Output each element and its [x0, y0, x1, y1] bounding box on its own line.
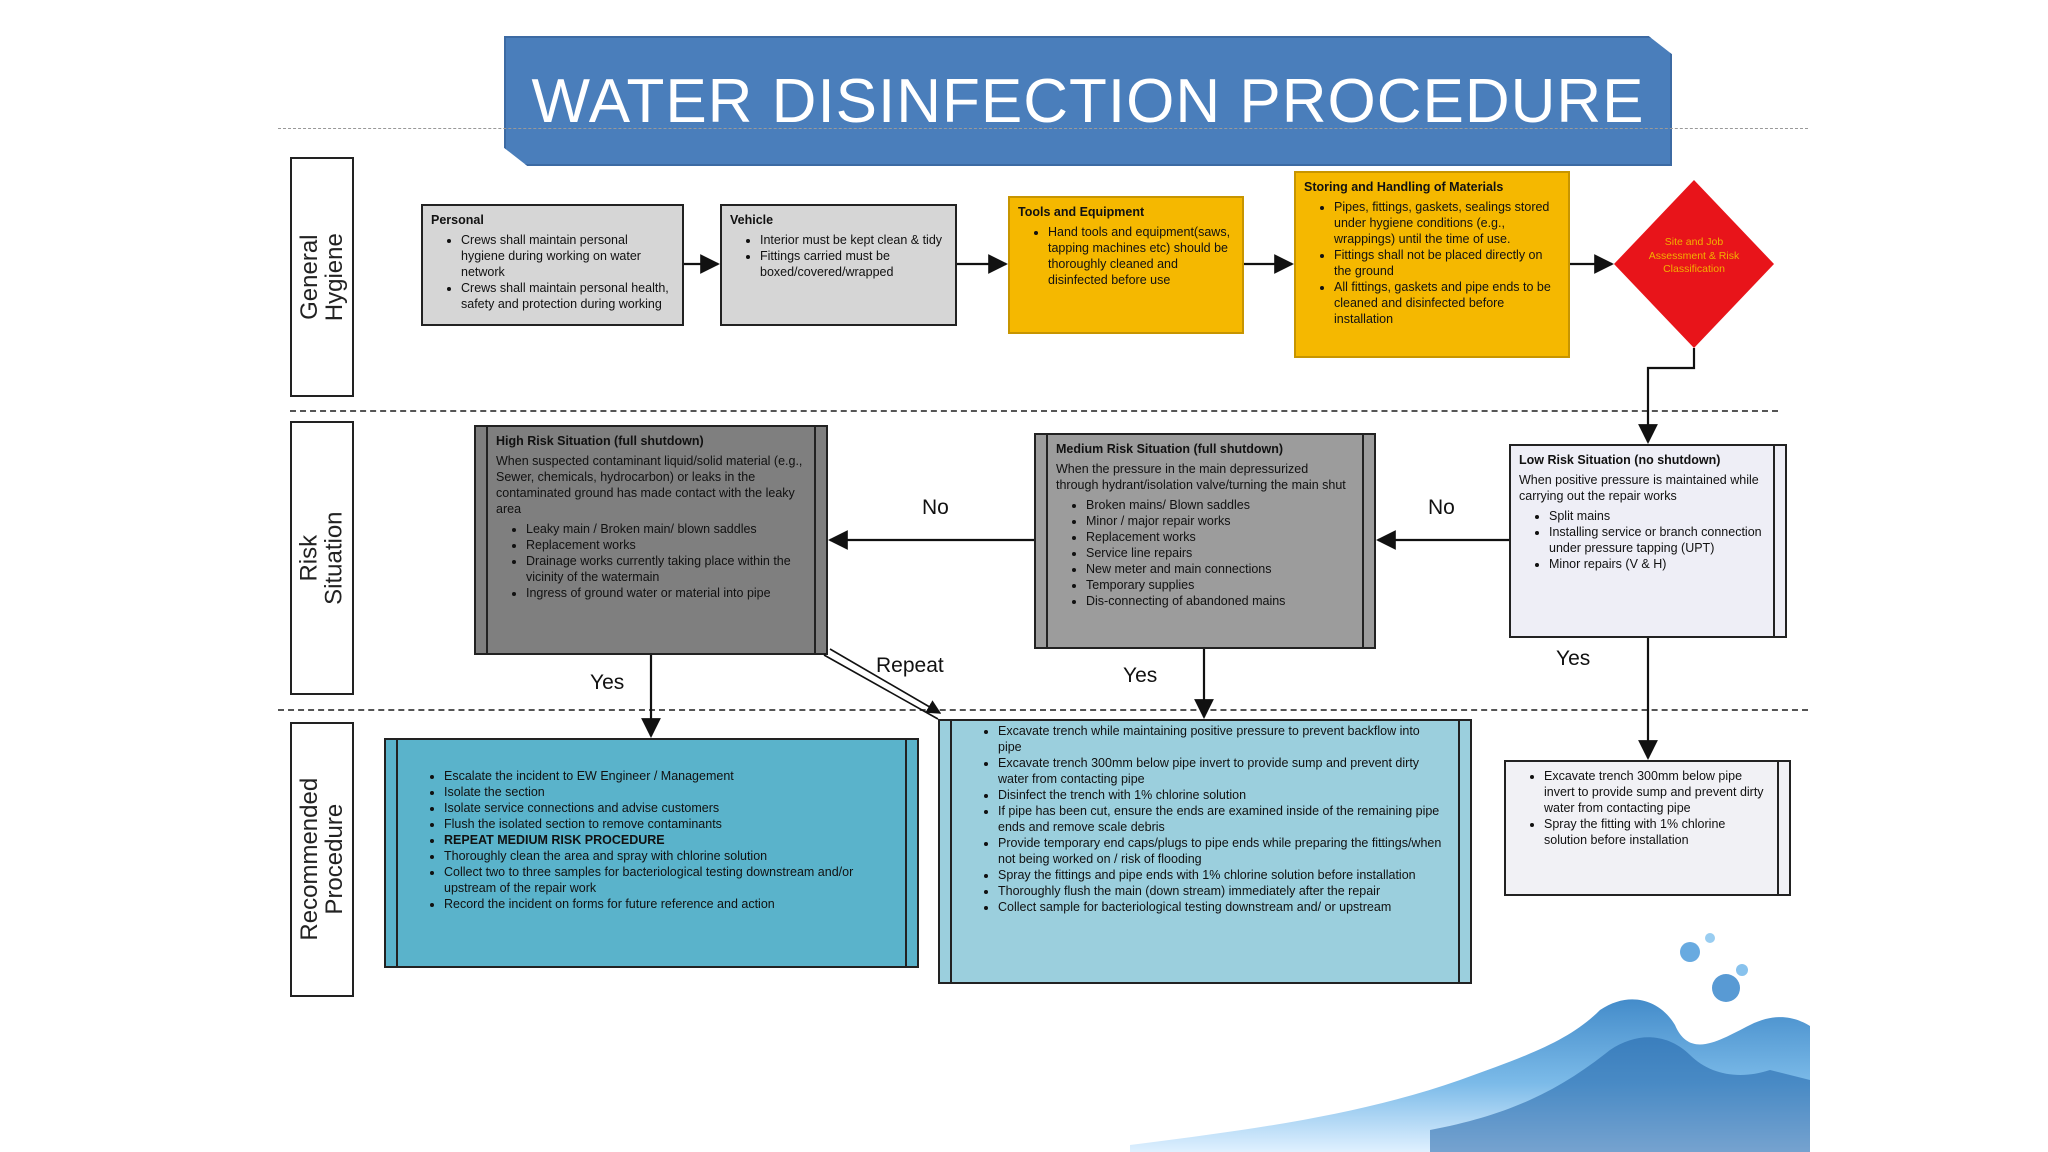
edge-label-yes-low: Yes: [1556, 647, 1591, 670]
list-item: Thoroughly flush the main (down stream) …: [998, 883, 1444, 899]
arrow-repeat-1: [823, 654, 939, 720]
list-item: Minor / major repair works: [1086, 513, 1352, 529]
row-divider-2: [278, 709, 1808, 711]
tools-list: Hand tools and equipment(saws, tapping m…: [1018, 224, 1234, 288]
water-splash-image: [1130, 933, 1810, 1152]
list-item: Excavate trench 300mm below pipe invert …: [1544, 768, 1767, 816]
row-label-hygiene: General Hygiene: [290, 157, 354, 397]
list-item: Installing service or branch connection …: [1549, 524, 1763, 556]
high-procedure-list: Escalate the incident to EW Engineer / M…: [414, 768, 891, 912]
high-risk-list: Leaky main / Broken main/ blown saddles …: [496, 521, 804, 601]
list-item: Hand tools and equipment(saws, tapping m…: [1048, 224, 1234, 288]
vehicle-box: Vehicle Interior must be kept clean & ti…: [720, 204, 957, 326]
list-item: Collect two to three samples for bacteri…: [444, 864, 891, 896]
medium-procedure-list: Excavate trench while maintaining positi…: [968, 723, 1444, 915]
list-item: Excavate trench while maintaining positi…: [998, 723, 1444, 755]
list-item: Split mains: [1549, 508, 1763, 524]
title-divider: [278, 128, 1808, 129]
row-divider-1: [290, 410, 1778, 412]
tools-header: Tools and Equipment: [1018, 205, 1145, 219]
list-item: Replacement works: [526, 537, 804, 553]
list-item: Isolate the section: [444, 784, 891, 800]
low-risk-intro: When positive pressure is maintained whi…: [1519, 473, 1759, 503]
list-item: Record the incident on forms for future …: [444, 896, 891, 912]
assessment-diamond: Site and Job Assessment & Risk Classific…: [1614, 180, 1774, 348]
row-label-risk: Risk Situation: [290, 421, 354, 695]
storing-box: Storing and Handling of Materials Pipes,…: [1294, 171, 1570, 358]
list-item: Spray the fitting with 1% chlorine solut…: [1544, 816, 1767, 848]
title-banner: WATER DISINFECTION PROCEDURE: [504, 36, 1672, 166]
list-item: REPEAT MEDIUM RISK PROCEDURE: [444, 832, 891, 848]
arrow-repeat-2: [829, 648, 942, 714]
medium-risk-header: Medium Risk Situation (full shutdown): [1056, 442, 1284, 456]
list-item: Disinfect the trench with 1% chlorine so…: [998, 787, 1444, 803]
list-item: Temporary supplies: [1086, 577, 1352, 593]
list-item: All fittings, gaskets and pipe ends to b…: [1334, 279, 1560, 327]
vehicle-header: Vehicle: [730, 213, 774, 227]
medium-risk-list: Broken mains/ Blown saddles Minor / majo…: [1056, 497, 1352, 609]
list-item: Crews shall maintain personal hygiene du…: [461, 232, 674, 280]
high-risk-header: High Risk Situation (full shutdown): [496, 434, 704, 448]
list-item: If pipe has been cut, ensure the ends ar…: [998, 803, 1444, 835]
list-item: Thoroughly clean the area and spray with…: [444, 848, 891, 864]
list-item: New meter and main connections: [1086, 561, 1352, 577]
arrow-assessment-to-low-risk: [1638, 348, 1696, 444]
edge-label-repeat: Repeat: [876, 654, 944, 677]
list-item: Pipes, fittings, gaskets, sealings store…: [1334, 199, 1560, 247]
list-item: Drainage works currently taking place wi…: [526, 553, 804, 585]
list-item: Isolate service connections and advise c…: [444, 800, 891, 816]
list-item: Excavate trench 300mm below pipe invert …: [998, 755, 1444, 787]
list-item: Fittings carried must be boxed/covered/w…: [760, 248, 947, 280]
low-procedure-box: Excavate trench 300mm below pipe invert …: [1504, 760, 1791, 896]
row-label-procedure: Recommended Procedure: [290, 722, 354, 997]
medium-risk-box: Medium Risk Situation (full shutdown) Wh…: [1034, 433, 1376, 649]
edge-label-yes-high: Yes: [590, 671, 625, 694]
assessment-text: Site and Job Assessment & Risk Classific…: [1648, 236, 1740, 276]
list-item: Collect sample for bacteriological testi…: [998, 899, 1444, 915]
list-item: Leaky main / Broken main/ blown saddles: [526, 521, 804, 537]
list-item: Escalate the incident to EW Engineer / M…: [444, 768, 891, 784]
edge-label-no-2: No: [1428, 496, 1455, 519]
list-item: Ingress of ground water or material into…: [526, 585, 804, 601]
personal-list: Crews shall maintain personal hygiene du…: [431, 232, 674, 312]
list-item: Broken mains/ Blown saddles: [1086, 497, 1352, 513]
edge-label-yes-medium: Yes: [1123, 664, 1158, 687]
low-risk-box: Low Risk Situation (no shutdown) When po…: [1509, 444, 1787, 638]
low-procedure-list: Excavate trench 300mm below pipe invert …: [1514, 768, 1767, 848]
list-item: Interior must be kept clean & tidy: [760, 232, 947, 248]
list-item: Service line repairs: [1086, 545, 1352, 561]
high-risk-intro: When suspected contaminant liquid/solid …: [496, 454, 803, 516]
list-item: Provide temporary end caps/plugs to pipe…: [998, 835, 1444, 867]
personal-box: Personal Crews shall maintain personal h…: [421, 204, 684, 326]
medium-risk-intro: When the pressure in the main depressuri…: [1056, 462, 1346, 492]
list-item: Fittings shall not be placed directly on…: [1334, 247, 1560, 279]
list-item: Flush the isolated section to remove con…: [444, 816, 891, 832]
edge-label-no-1: No: [922, 496, 949, 519]
low-risk-header: Low Risk Situation (no shutdown): [1519, 453, 1721, 467]
vehicle-list: Interior must be kept clean & tidy Fitti…: [730, 232, 947, 280]
list-item: Minor repairs (V & H): [1549, 556, 1763, 572]
high-procedure-box: Escalate the incident to EW Engineer / M…: [384, 738, 919, 968]
list-item: Spray the fittings and pipe ends with 1%…: [998, 867, 1444, 883]
list-item: Crews shall maintain personal health, sa…: [461, 280, 674, 312]
tools-box: Tools and Equipment Hand tools and equip…: [1008, 196, 1244, 334]
medium-procedure-box: Excavate trench while maintaining positi…: [938, 719, 1472, 984]
personal-header: Personal: [431, 213, 484, 227]
storing-list: Pipes, fittings, gaskets, sealings store…: [1304, 199, 1560, 327]
list-item: Replacement works: [1086, 529, 1352, 545]
list-item: Dis-connecting of abandoned mains: [1086, 593, 1352, 609]
high-risk-box: High Risk Situation (full shutdown) When…: [474, 425, 828, 655]
storing-header: Storing and Handling of Materials: [1304, 180, 1504, 194]
low-risk-list: Split mains Installing service or branch…: [1519, 508, 1763, 572]
page-title: WATER DISINFECTION PROCEDURE: [531, 66, 1645, 136]
